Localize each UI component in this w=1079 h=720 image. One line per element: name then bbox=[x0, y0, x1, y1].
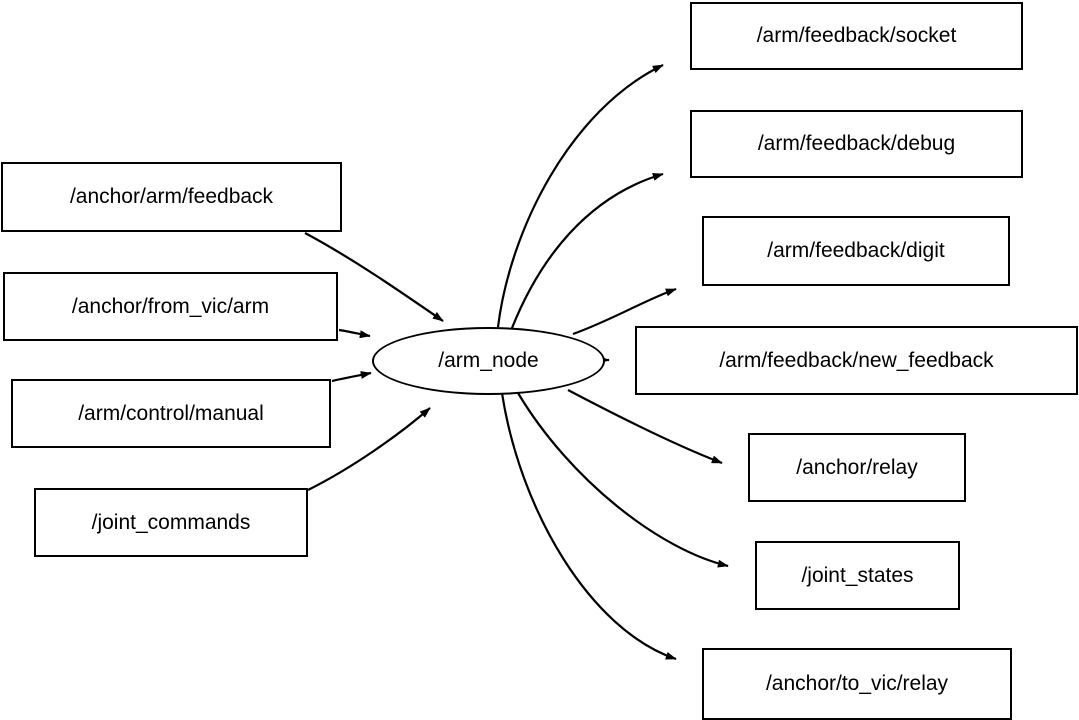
edge-anchor-arm-feedback-to-arm-node bbox=[304, 232, 444, 322]
node-joint-commands[interactable]: /joint_commands bbox=[34, 488, 308, 557]
edge-arm-node-to-anchor-to-vic-relay bbox=[500, 392, 677, 661]
node-anchor-arm-feedback[interactable]: /anchor/arm/feedback bbox=[1, 162, 342, 232]
node-label: /anchor/relay bbox=[796, 455, 918, 479]
node-arm-feedback-new-feedback[interactable]: /arm/feedback/new_feedback bbox=[635, 326, 1078, 395]
node-arm-feedback-socket[interactable]: /arm/feedback/socket bbox=[690, 2, 1023, 70]
node-arm-control-manual[interactable]: /arm/control/manual bbox=[11, 379, 331, 448]
edge-arm-node-to-anchor-relay bbox=[567, 389, 723, 465]
node-arm-node[interactable]: /arm_node bbox=[372, 327, 605, 395]
node-arm-feedback-digit[interactable]: /arm/feedback/digit bbox=[702, 216, 1010, 286]
edge-arm-node-to-arm-feedback-debug bbox=[510, 172, 664, 329]
edge-arm-node-to-joint-states bbox=[517, 392, 729, 568]
node-anchor-relay[interactable]: /anchor/relay bbox=[748, 433, 966, 502]
node-arm-feedback-debug[interactable]: /arm/feedback/debug bbox=[690, 110, 1023, 178]
node-joint-states[interactable]: /joint_states bbox=[755, 541, 960, 610]
node-label: /arm_node bbox=[438, 349, 539, 372]
node-label: /arm/feedback/socket bbox=[756, 24, 957, 47]
edge-arm-control-manual-to-arm-node bbox=[331, 371, 372, 383]
node-label: /anchor/from_vic/arm bbox=[71, 294, 270, 318]
node-label: /anchor/to_vic/relay bbox=[765, 672, 949, 695]
edge-joint-commands-to-arm-node bbox=[307, 407, 431, 491]
node-label: /joint_states bbox=[801, 563, 914, 587]
edge-arm-node-to-arm-feedback-digit bbox=[572, 287, 677, 336]
node-anchor-from-vic-arm[interactable]: /anchor/from_vic/arm bbox=[3, 272, 338, 341]
node-anchor-to-vic-relay[interactable]: /anchor/to_vic/relay bbox=[702, 648, 1012, 720]
node-label: /arm/feedback/new_feedback bbox=[719, 348, 994, 372]
node-label: /joint_commands bbox=[91, 510, 251, 534]
edge-arm-node-to-arm-feedback-socket bbox=[496, 64, 664, 328]
node-label: /arm/feedback/digit bbox=[767, 239, 945, 262]
node-label: /arm/control/manual bbox=[78, 401, 264, 425]
node-label: /arm/feedback/debug bbox=[757, 132, 956, 155]
edge-anchor-from-vic-arm-to-arm-node bbox=[338, 328, 371, 339]
node-label: /anchor/arm/feedback bbox=[69, 185, 274, 208]
